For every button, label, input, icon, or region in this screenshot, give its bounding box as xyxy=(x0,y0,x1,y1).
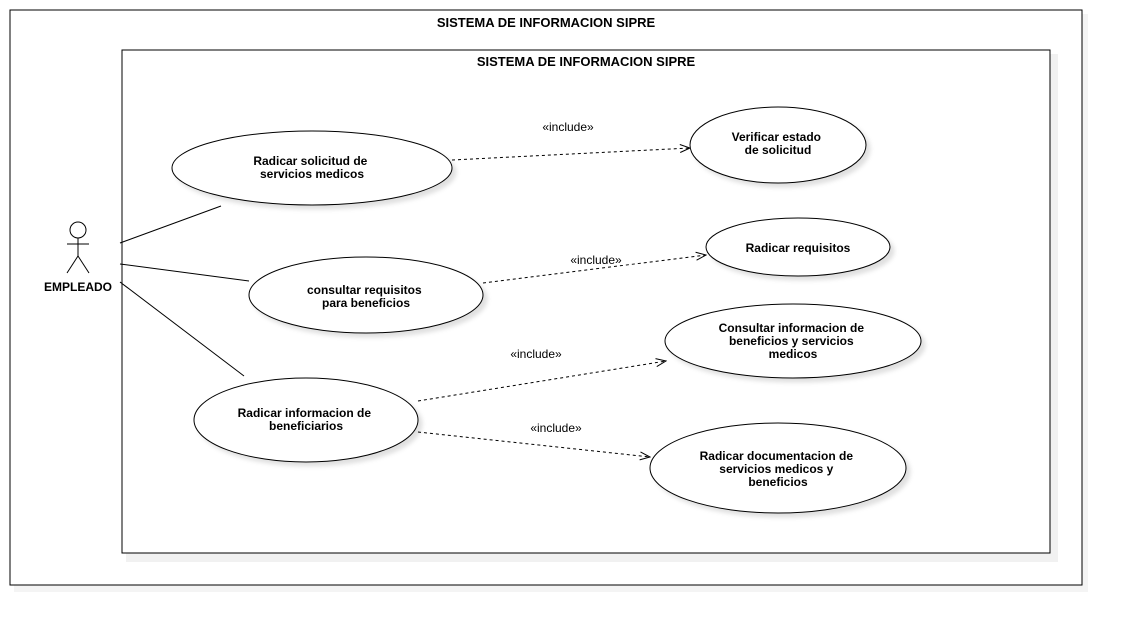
associations xyxy=(119,205,250,377)
include-arrow xyxy=(451,148,690,161)
use-case-radicar-documentacion[interactable]: Radicar documentacion de servicios medic… xyxy=(649,422,907,514)
use-case-radicar-solicitud[interactable]: Radicar solicitud de servicios medicos xyxy=(171,130,453,206)
inner-frame-title: SISTEMA DE INFORMACION SIPRE xyxy=(477,54,696,69)
association-line xyxy=(119,205,222,244)
include-relations: «include» «include» «include» «include» xyxy=(417,120,706,457)
use-case-label: Radicar documentacion de servicios medic… xyxy=(700,449,857,489)
use-case-consultar-requisitos[interactable]: consultar requisitos para beneficios xyxy=(248,256,484,334)
use-case-label: Radicar requisitos xyxy=(746,241,851,255)
use-case-consultar-informacion[interactable]: Consultar informacion de beneficios y se… xyxy=(664,303,922,379)
include-label: «include» xyxy=(542,120,594,134)
actor-head xyxy=(69,221,87,239)
include-arrow xyxy=(417,431,650,457)
actor-label: EMPLEADO xyxy=(44,280,112,294)
association-line xyxy=(119,263,250,282)
use-case-radicar-informacion[interactable]: Radicar informacion de beneficiarios xyxy=(193,377,419,463)
use-case-label: Verificar estado de solicitud xyxy=(732,130,825,157)
use-case-label: Radicar informacion de beneficiarios xyxy=(238,406,375,433)
use-case-label: Radicar solicitud de servicios medicos xyxy=(253,154,370,181)
include-label: «include» xyxy=(510,347,562,361)
include-label: «include» xyxy=(570,253,622,267)
use-case-verificar-estado[interactable]: Verificar estado de solicitud xyxy=(689,106,867,184)
include-label: «include» xyxy=(530,421,582,435)
use-case-label: Consultar informacion de beneficios y se… xyxy=(719,321,868,361)
include-arrow xyxy=(482,255,706,284)
association-line xyxy=(119,281,245,377)
use-case-label: consultar requisitos para beneficios xyxy=(307,283,425,310)
actor-empleado[interactable]: EMPLEADO xyxy=(44,221,112,294)
use-case-radicar-requisitos[interactable]: Radicar requisitos xyxy=(705,217,891,277)
outer-frame-title: SISTEMA DE INFORMACION SIPRE xyxy=(437,15,656,30)
